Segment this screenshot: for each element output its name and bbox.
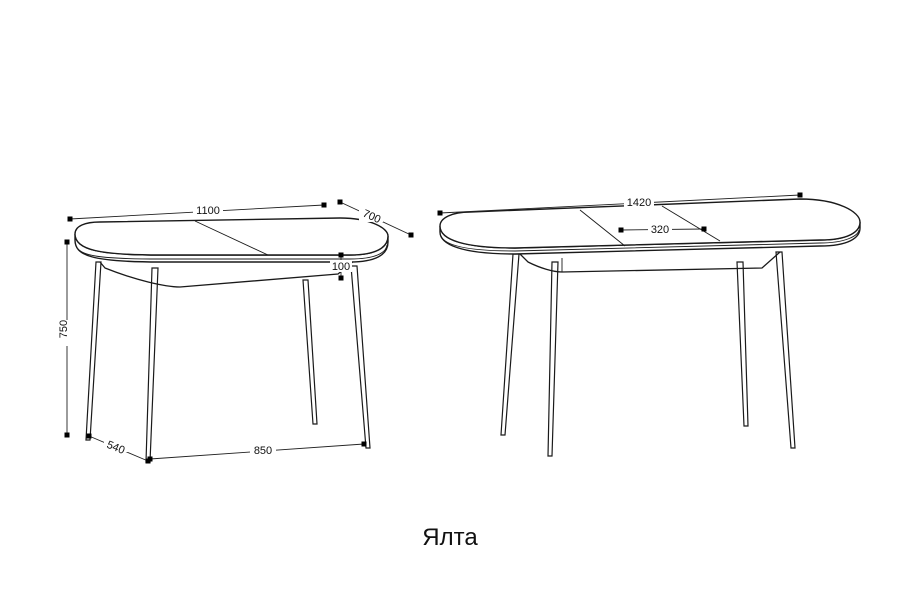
dim-label-100: 100 [332, 261, 350, 273]
left-table-legs [85, 261, 371, 463]
product-title: Ялта [422, 524, 478, 551]
right-table [439, 198, 861, 457]
dim-label-850: 850 [254, 445, 272, 457]
dim-label-320: 320 [651, 224, 669, 236]
right-table-legs [500, 251, 796, 457]
left-table-apron [99, 259, 356, 288]
right-table-insert-line-1 [579, 209, 626, 247]
dim-label-1100: 1100 [196, 205, 220, 217]
right-dimensions: 1420 320 [437, 192, 803, 236]
dim-label-750: 750 [58, 320, 70, 338]
left-table [74, 217, 389, 463]
left-table-top [74, 217, 389, 256]
left-dimensions: 1100 700 100 750 540 850 [58, 199, 414, 464]
left-table-split-line [194, 220, 269, 256]
dim-label-1420: 1420 [627, 197, 651, 209]
right-table-insert-line-2 [661, 205, 721, 242]
